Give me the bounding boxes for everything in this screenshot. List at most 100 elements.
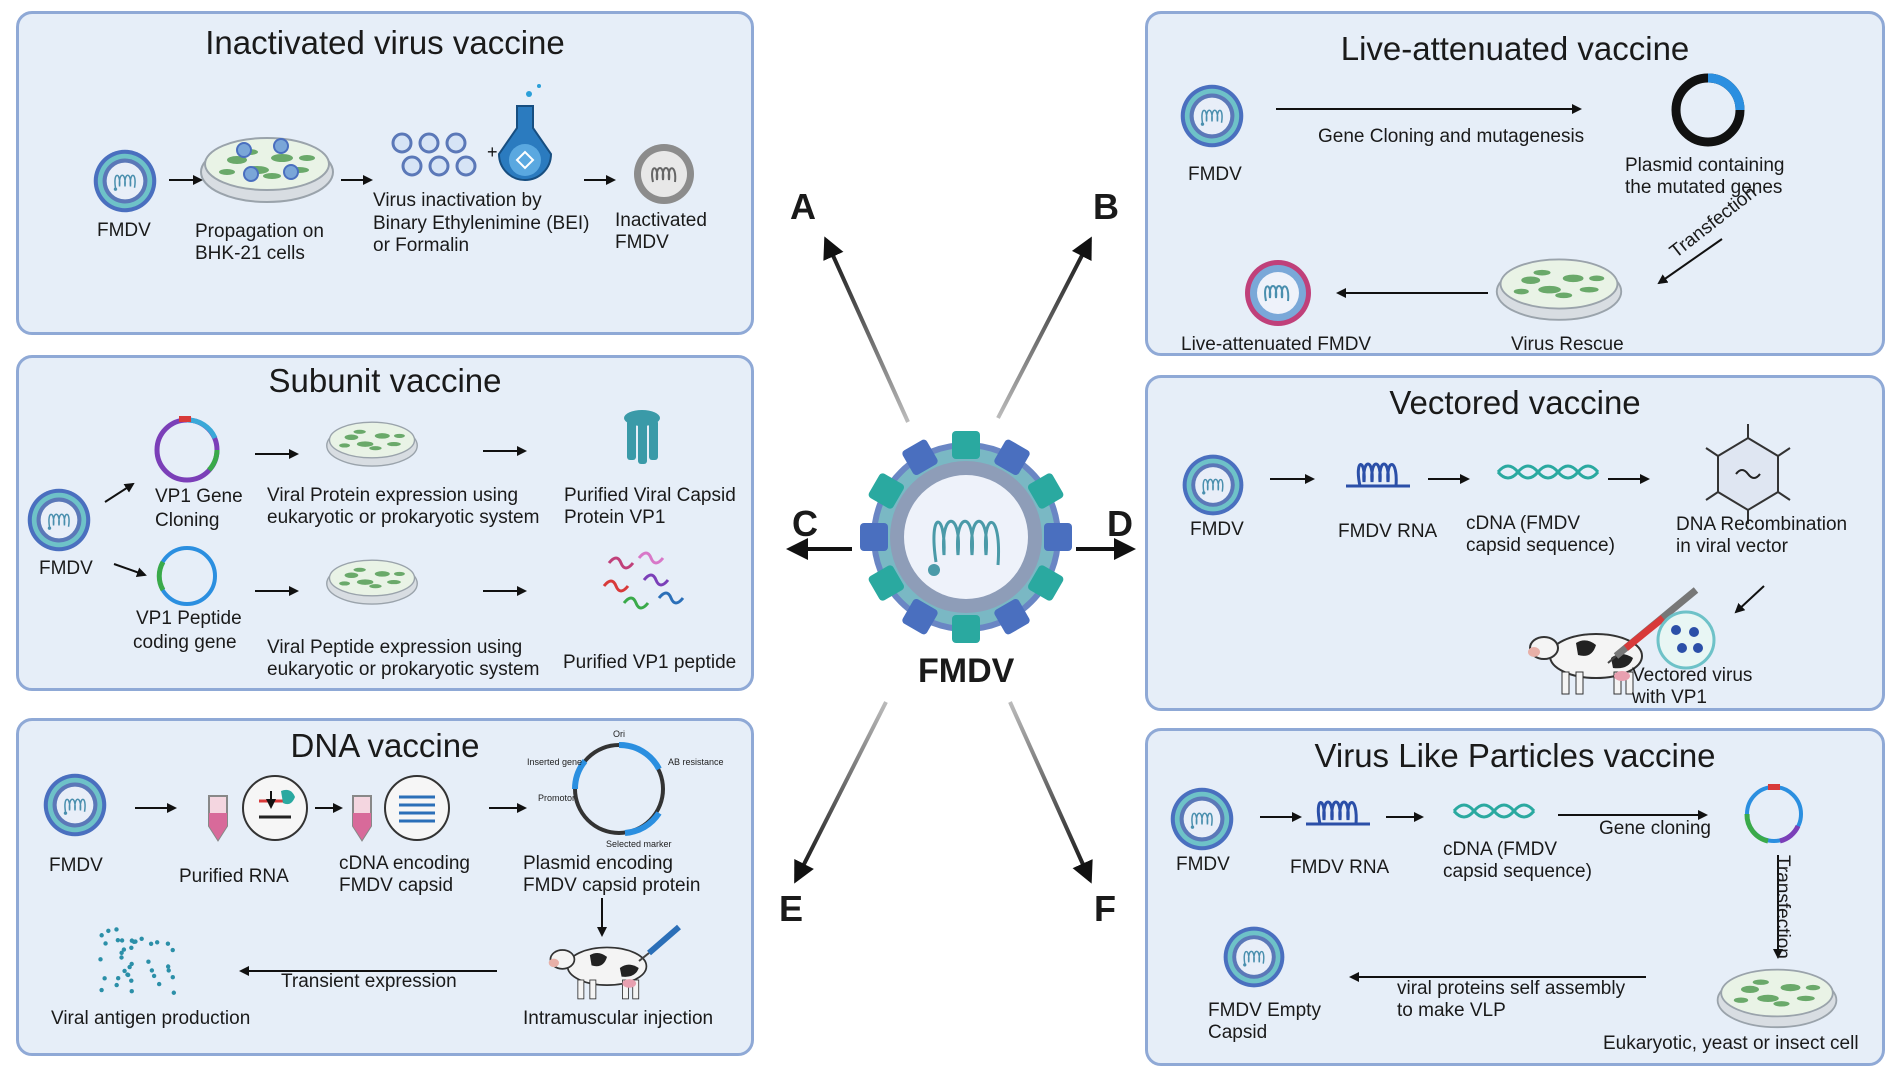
capsomer: [860, 523, 888, 551]
panel-title: Inactivated virus vaccine: [205, 24, 565, 61]
dna-recombination-label-1: DNA Recombination: [1676, 514, 1848, 535]
antigen-dot: [115, 976, 121, 981]
inactivated-fmdv-icon: [634, 144, 694, 204]
propagation-label-1: Propagation on: [195, 221, 324, 242]
vp1-gene-plasmid-icon: [154, 416, 220, 483]
inactivation-label-1: Virus inactivation by: [373, 190, 542, 211]
panel-c-graphics: [26, 410, 685, 610]
cdna-label-2: capsid sequence): [1443, 861, 1592, 882]
antigen-dot: [127, 964, 132, 970]
panel-title: DNA vaccine: [290, 727, 480, 764]
vp1-gene-label-2: Cloning: [155, 510, 220, 531]
fmdv-virus-icon: [1181, 453, 1245, 517]
purified-rna-tube-icon: [208, 775, 308, 842]
antigen-dot: [154, 940, 160, 945]
cdna-encoding-label-2: FMDV capsid: [339, 875, 454, 896]
arrow-to-a: [823, 236, 910, 423]
antigen-dot: [102, 976, 107, 981]
purified-rna-label: Purified RNA: [179, 866, 289, 887]
inactivation-label-2: Binary Ethylenimine (BEI): [373, 213, 590, 234]
cow-icon: [547, 946, 648, 1000]
antigen-dot: [99, 933, 104, 938]
antigen-dot: [170, 947, 175, 953]
plasmid-icon: [1671, 73, 1745, 147]
capsomer: [994, 599, 1030, 635]
antigen-dot: [119, 950, 124, 956]
protein-expression-label-1: Viral Protein expression using: [267, 485, 519, 506]
plasmid-label-1: Plasmid containing: [1625, 155, 1785, 176]
vp1-peptide-label-1: VP1 Peptide: [136, 608, 242, 629]
peptide-expression-dish-icon: [325, 559, 419, 605]
fmdv-label: FMDV: [49, 855, 103, 876]
antigen-dot: [129, 945, 134, 951]
antigen-dot: [165, 941, 171, 946]
plasmid-ab-resistance-label: AB resistance: [668, 757, 724, 767]
panel-dna-vaccine: DNA vaccine: [16, 718, 754, 1056]
panel-vlp-vaccine: Virus Like Particles vaccine FMDV FMDV R…: [1145, 728, 1885, 1066]
capsomer: [1028, 565, 1064, 601]
plasmid-marker-label: Selected marker: [606, 839, 672, 849]
center-fmdv-label: FMDV: [918, 652, 1015, 690]
panel-title: Virus Like Particles vaccine: [1314, 737, 1716, 774]
panel-subunit-vaccine: Subunit vaccine: [16, 355, 754, 691]
capsomer: [902, 599, 938, 635]
cdna-encoding-label-1: cDNA encoding: [339, 853, 470, 874]
plasmid-inserted-gene-label: Inserted gene: [527, 757, 583, 767]
vectored-virus-icon: [1656, 610, 1716, 670]
fmdv-rna-label: FMDV RNA: [1290, 857, 1390, 878]
antigen-dot: [171, 990, 177, 995]
letter-e: E: [779, 888, 804, 929]
gene-cloning-label: Gene cloning: [1599, 818, 1711, 839]
injection-syringe-icon: [638, 924, 681, 962]
capsomer: [994, 439, 1030, 475]
letter-b: B: [1093, 186, 1119, 227]
inactivated-fmdv-label-2: FMDV: [615, 232, 669, 253]
antigen-dot: [119, 955, 124, 960]
letter-a: A: [790, 186, 816, 227]
arrow-to-e: [794, 701, 888, 884]
panel-title: Live-attenuated vaccine: [1340, 30, 1690, 67]
cdna-label-1: cDNA (FMDV: [1466, 513, 1580, 534]
antigen-dot: [156, 981, 162, 987]
antigen-dot: [149, 968, 155, 973]
plasmid-encoding-label-1: Plasmid encoding: [523, 853, 673, 874]
syringe-icon: [1607, 587, 1699, 664]
fmdv-virus-icon: [42, 772, 108, 838]
self-assembly-label-2: to make VLP: [1397, 1000, 1506, 1021]
arrow-to-f: [1008, 701, 1093, 884]
self-assembly-label-1: viral proteins self assembly: [1397, 978, 1626, 999]
panel-live-attenuated-vaccine: Live-attenuated vaccine FMDV Gene Clonin…: [1145, 11, 1885, 356]
virus-rescue-label: Virus Rescue: [1511, 334, 1624, 355]
fmdv-virus-icon: [92, 148, 158, 214]
letter-d: D: [1107, 503, 1133, 544]
fmdv-rna-icon: [1346, 462, 1410, 488]
fmdv-virus-icon: [1179, 83, 1245, 149]
plasmid-label-2: the mutated genes: [1625, 177, 1783, 198]
vp1-peptide-plasmid-icon: [156, 546, 217, 606]
fmdv-label: FMDV: [1176, 854, 1230, 875]
panel-f-graphics: [1169, 784, 1838, 1029]
antigen-dot: [115, 937, 121, 943]
panel-d-graphics: [1181, 424, 1791, 695]
antigen-dot: [103, 941, 108, 946]
propagation-label-2: BHK-21 cells: [195, 243, 305, 264]
peptide-expression-label-2: eukaryotic or prokaryotic system: [267, 659, 540, 680]
central-arrows: [786, 236, 1136, 884]
expression-cell-label: Eukaryotic, yeast or insect cell: [1603, 1033, 1859, 1054]
dna-recombination-label-2: in viral vector: [1676, 536, 1788, 557]
svg-text:+: +: [487, 142, 498, 162]
vp1-peptides-icon: [602, 551, 685, 610]
panel-b-graphics: [1179, 73, 1745, 326]
capsomer: [868, 565, 904, 601]
cdna-helix-icon: [1452, 803, 1536, 819]
purified-peptide-label: Purified VP1 peptide: [563, 652, 737, 673]
transfection-label: Transfection: [1772, 855, 1793, 959]
petri-dish-icon: [200, 137, 334, 203]
antigen-dot: [129, 989, 134, 994]
fmdv-label: FMDV: [39, 558, 93, 579]
purified-protein-label-1: Purified Viral Capsid: [564, 485, 736, 506]
inactivated-virus-cluster: [391, 132, 477, 177]
empty-capsid-label-2: Capsid: [1208, 1022, 1268, 1043]
antigen-dot: [98, 957, 103, 962]
